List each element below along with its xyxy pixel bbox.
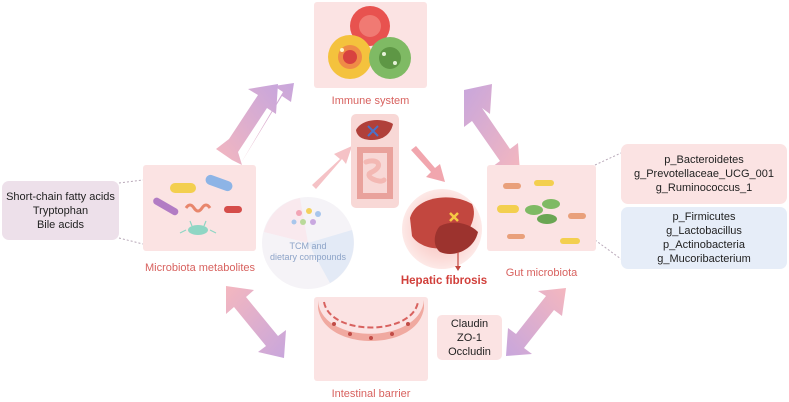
metabolite-item: Bile acids — [36, 218, 85, 231]
tcm-label: TCM and dietary compounds — [262, 241, 354, 263]
compounds-icon — [291, 208, 321, 225]
bacteria-icon — [497, 180, 586, 244]
connector-lines — [118, 152, 622, 260]
barrier-protein-item: Claudin — [450, 317, 489, 330]
barrier-protein-item: Occludin — [448, 345, 491, 358]
metabolite-molecules-icon — [153, 174, 242, 235]
microbiota-metabolites-label: Microbiota metabolites — [144, 262, 256, 274]
immune-cells-icon — [328, 6, 411, 79]
hepatic-fibrosis-label: Hepatic fibrosis — [400, 275, 488, 287]
taxon-item: g_Prevotellaceae_UCG_001 — [633, 168, 775, 180]
arrow-metabolites-barrier — [226, 286, 286, 358]
gut-microbiota-label: Gut microbiota — [505, 267, 578, 279]
metabolite-item: Short-chain fatty acids — [6, 190, 115, 203]
taxon-item: p_Firmicutes — [672, 211, 736, 223]
taxon-item: p_Bacteroidetes — [664, 154, 744, 166]
intestine-icon — [357, 147, 393, 199]
metabolite-list-box: Short-chain fatty acids Tryptophan Bile … — [2, 181, 119, 240]
liver-icon — [356, 120, 393, 140]
gut-taxa-decreased-box: p_Firmicutes g_Lactobacillus p_Actinobac… — [621, 207, 787, 269]
arrow-tcm-to-intestine — [312, 146, 352, 189]
intestinal-villi-icon — [318, 300, 424, 341]
arrow-intestine-to-liver — [411, 146, 445, 182]
metabolite-item: Tryptophan — [32, 204, 89, 217]
fibrotic-liver-icon — [410, 197, 478, 271]
arrow-metabolites-immune — [216, 83, 294, 165]
tcm-circle — [262, 197, 354, 289]
barrier-proteins-box: Claudin ZO-1 Occludin — [437, 315, 502, 360]
immune-system-label: Immune system — [331, 95, 410, 107]
tcm-label-line2: dietary compounds — [269, 252, 347, 262]
arrow-immune-gut — [464, 84, 520, 173]
taxon-item: p_Actinobacteria — [663, 239, 745, 251]
taxon-item: g_Ruminococcus_1 — [655, 182, 753, 194]
tcm-label-line1: TCM and — [289, 241, 327, 251]
taxon-item: g_Mucoribacterium — [657, 253, 751, 265]
arrow-gut-barrier — [506, 288, 566, 356]
barrier-protein-item: ZO-1 — [456, 331, 483, 344]
intestinal-barrier-label: Intestinal barrier — [331, 388, 411, 400]
gut-taxa-increased-box: p_Bacteroidetes g_Prevotellaceae_UCG_001… — [621, 144, 787, 204]
taxon-item: g_Lactobacillus — [666, 225, 742, 237]
